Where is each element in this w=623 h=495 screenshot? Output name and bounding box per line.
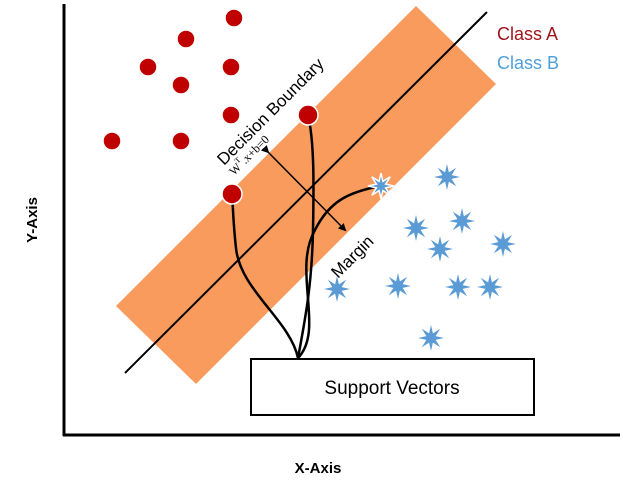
support-vector-pointers: [230, 114, 381, 359]
class-b-point: [403, 215, 429, 241]
legend-class-b: Class B: [497, 53, 559, 73]
y-axis-title: Y-Axis: [24, 197, 41, 243]
class-b-point: [434, 164, 460, 190]
class-b-point: [490, 231, 516, 257]
class-b-point: [449, 208, 475, 234]
class-b-point: [477, 274, 503, 300]
support-vectors-box: [250, 358, 535, 416]
class-b-support-vector: [367, 172, 395, 200]
x-axis-title: X-Axis: [295, 460, 342, 477]
class-a-point: [171, 131, 191, 151]
class-a-point: [102, 131, 122, 151]
class-b-point: [445, 274, 471, 300]
class-b-point: [385, 273, 411, 299]
class-a-support-vector: [297, 104, 319, 126]
class-a-point: [224, 8, 244, 28]
support-vectors-label: Support Vectors: [324, 378, 459, 399]
y-axis-title-group: Y-Axis: [24, 197, 41, 243]
class-b-point: [324, 276, 350, 302]
margin-arrow: [260, 144, 347, 232]
class-a-support-vector: [221, 183, 243, 205]
legend-class-a: Class A: [497, 24, 558, 44]
equation-superscript: T: [233, 155, 243, 165]
class-a-point: [171, 75, 191, 95]
class-b-points: [324, 164, 516, 351]
class-a-points: [102, 8, 319, 205]
class-b-point: [418, 325, 444, 351]
class-a-point: [138, 57, 158, 77]
class-a-point: [176, 29, 196, 49]
class-a-point: [221, 105, 241, 125]
class-a-point: [221, 57, 241, 77]
class-b-point: [427, 236, 453, 262]
